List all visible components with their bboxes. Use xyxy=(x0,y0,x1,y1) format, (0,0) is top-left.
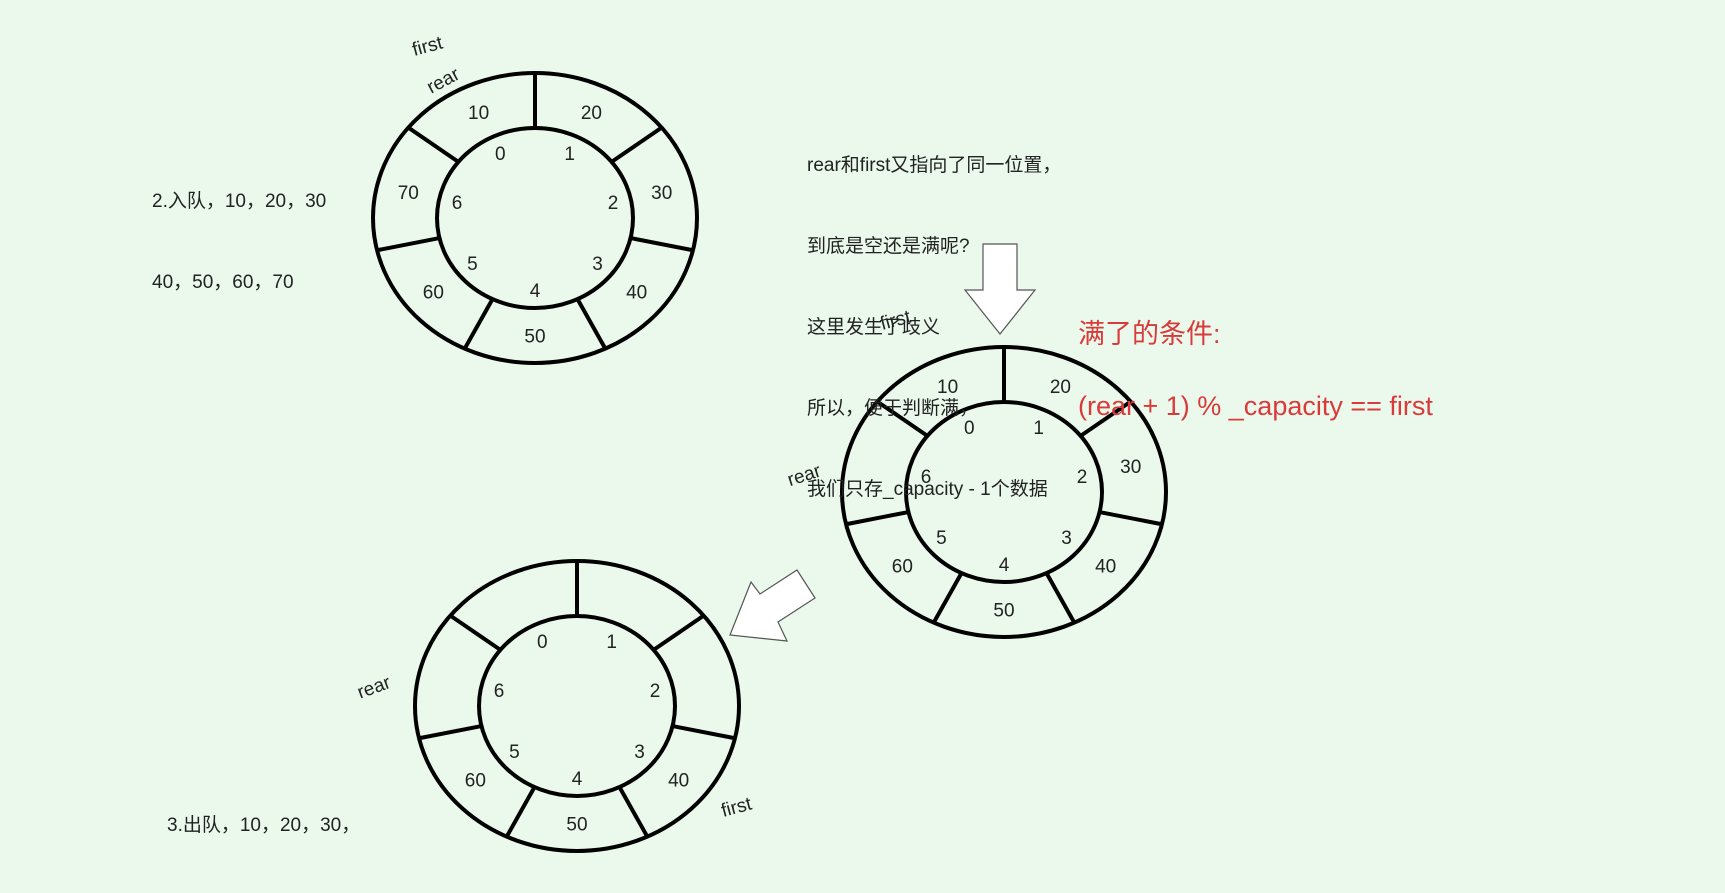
slot-value: 60 xyxy=(423,282,444,303)
slot-value: 60 xyxy=(892,556,913,577)
slot-value: 50 xyxy=(524,327,545,348)
slot-divider xyxy=(418,724,482,741)
step2-line-1: 2.入队，10，20，30 xyxy=(152,191,327,212)
slot-value: 10 xyxy=(937,377,958,398)
slot-index: 6 xyxy=(494,681,505,702)
slot-value: 20 xyxy=(581,103,602,124)
slot-index: 2 xyxy=(650,681,661,702)
slot-divider xyxy=(575,298,608,350)
slot-index: 1 xyxy=(1033,418,1044,439)
pointer-rear-label: rear xyxy=(355,672,395,704)
slot-divider xyxy=(617,786,650,838)
step2-line-2: 40，50，60，70 xyxy=(152,272,294,293)
slot-index: 3 xyxy=(634,742,645,763)
ambiguity-line-5: 我们只存_capacity - 1个数据 xyxy=(807,479,1048,500)
slot-divider xyxy=(449,613,502,652)
down-arrow-icon xyxy=(963,243,1037,335)
slot-index: 4 xyxy=(572,769,583,790)
slot-value: 40 xyxy=(668,770,689,791)
full-condition-title: 满了的条件: xyxy=(1078,319,1221,349)
queue-step2: 10 0 20 1 30 2 40 3 50 4 60 5 70 6 first rear xyxy=(371,32,699,365)
slot-index: 2 xyxy=(608,193,619,214)
slot-value: 30 xyxy=(1120,457,1141,478)
ambiguity-line-1: rear和first又指向了同一位置， xyxy=(807,155,1062,176)
slot-divider xyxy=(845,510,909,527)
slot-value: 60 xyxy=(465,770,486,791)
slot-value: 20 xyxy=(1050,377,1071,398)
slot-index: 5 xyxy=(467,254,478,275)
ambiguity-line-3: 这里发生了歧义 xyxy=(807,317,941,338)
pointer-rear-label: rear xyxy=(424,64,464,99)
slot-index: 4 xyxy=(999,555,1010,576)
slot-index: 6 xyxy=(452,193,463,214)
ambiguity-line-2: 到底是空还是满呢? xyxy=(807,236,970,257)
slot-value: 50 xyxy=(993,601,1014,622)
slot-index: 1 xyxy=(564,144,575,165)
slot-divider xyxy=(407,125,460,164)
slot-divider xyxy=(462,298,495,350)
slot-divider xyxy=(652,613,705,652)
queue-step3: 0 1 2 40 3 50 4 60 5 6 rear first xyxy=(355,559,755,853)
slot-index: 0 xyxy=(537,632,548,653)
step3-line: 3.出队，10，20，30， xyxy=(167,815,361,836)
slot-index: 2 xyxy=(1077,467,1088,488)
slot-index: 5 xyxy=(936,528,947,549)
ambiguity-line-4: 所以，便于判断满， xyxy=(807,398,979,419)
down-left-arrow-icon xyxy=(729,569,816,642)
slot-index: 1 xyxy=(606,632,617,653)
slot-divider xyxy=(931,572,964,624)
ambiguity-note: rear和first又指向了同一位置， 到底是空还是满呢? 这里发生了歧义 所以… xyxy=(807,98,1061,557)
slot-index: 6 xyxy=(921,467,932,488)
slot-value: 40 xyxy=(626,282,647,303)
slot-divider xyxy=(1044,572,1077,624)
pointer-first-label: first xyxy=(410,32,446,60)
slot-index: 3 xyxy=(592,254,603,275)
slot-index: 5 xyxy=(509,742,520,763)
slot-value: 50 xyxy=(566,815,587,836)
slot-divider xyxy=(876,399,929,438)
full-condition-formula: (rear + 1) % _capacity == first xyxy=(1078,391,1433,421)
slot-value: 70 xyxy=(398,183,419,204)
slot-index: 3 xyxy=(1061,528,1072,549)
step3-label: 3.出队，10，20，30， xyxy=(167,758,360,893)
slot-divider xyxy=(504,786,537,838)
slot-value: 10 xyxy=(468,103,489,124)
slot-index: 4 xyxy=(530,281,541,302)
slot-divider xyxy=(672,724,736,741)
slot-value: 40 xyxy=(1095,556,1116,577)
pointer-first-label: first xyxy=(719,793,755,821)
slot-divider xyxy=(376,236,440,253)
full-condition: 满了的条件: (rear + 1) % _capacity == first xyxy=(1078,280,1433,460)
slot-index: 0 xyxy=(495,144,506,165)
slot-divider xyxy=(610,125,663,164)
step2-label: 2.入队，10，20，30 40，50，60，70 xyxy=(152,134,326,350)
slot-value: 30 xyxy=(651,183,672,204)
slot-divider xyxy=(1099,510,1163,527)
slot-index: 0 xyxy=(964,418,975,439)
slot-divider xyxy=(630,236,694,253)
slot-divider xyxy=(1079,399,1132,438)
